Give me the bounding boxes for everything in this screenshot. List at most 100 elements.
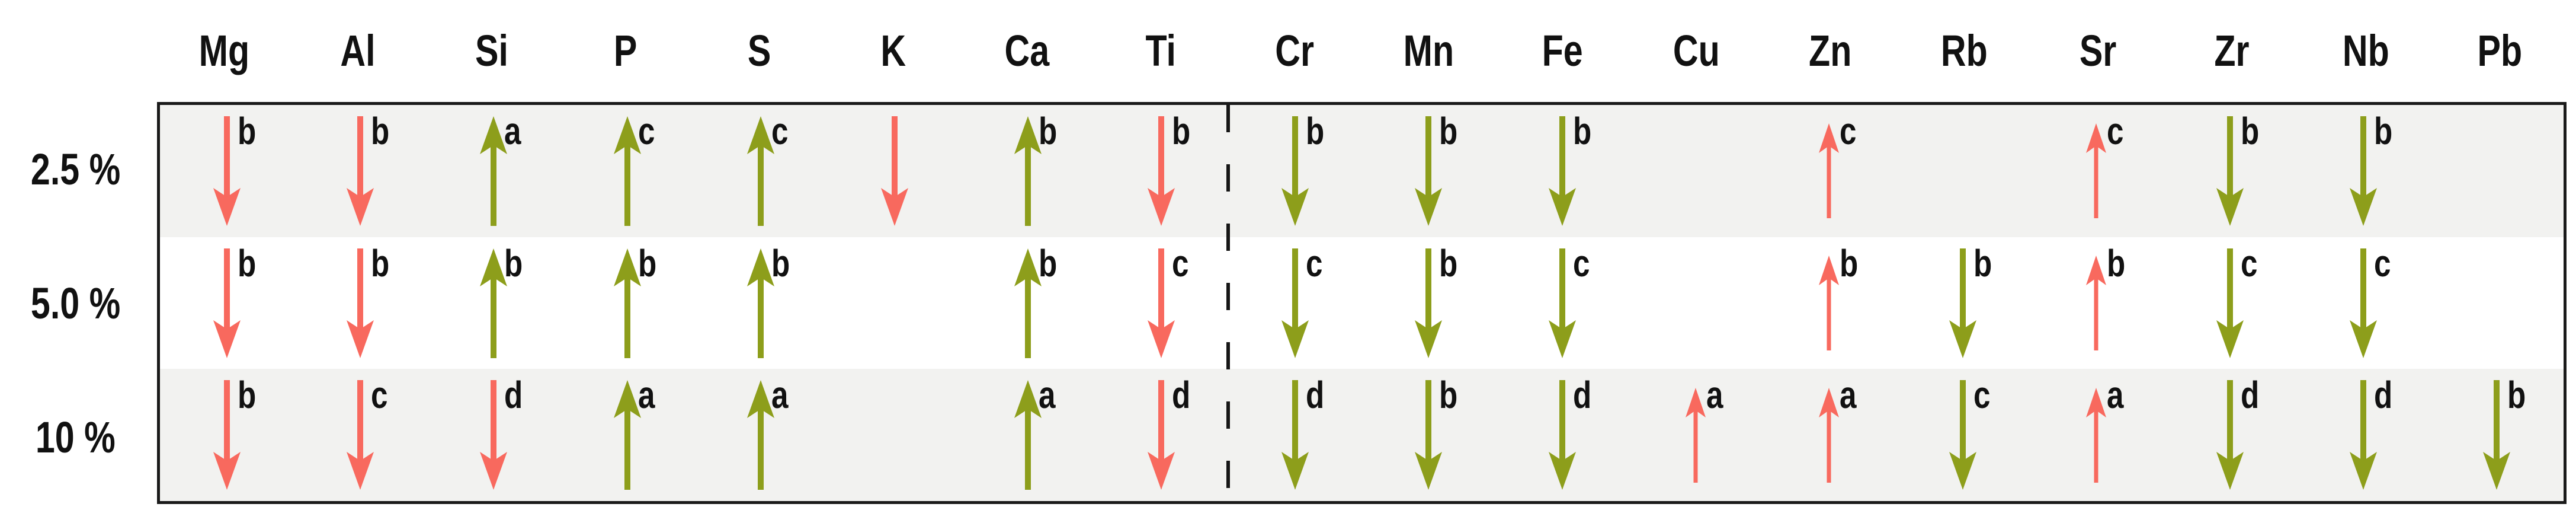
down-arrow-green-icon [1415,248,1443,358]
up-arrow-red-icon [2086,387,2107,483]
label-text: 2.5 % [30,144,121,194]
cell-mn-2.5: b [1361,105,1495,237]
down-arrow-green-icon [1415,380,1443,490]
down-arrow-red-icon [213,248,241,358]
significance-letter: c [371,374,388,417]
up-arrow-green-icon [1014,248,1042,358]
column-header-al: Al [291,0,425,101]
label-text: 10 % [36,412,116,462]
cell-si-5.0: b [427,237,560,369]
cell-p-5.0: b [560,237,694,369]
label-text: Si [475,25,508,75]
up-arrow-red-icon [2086,123,2107,219]
significance-letter: d [1172,374,1191,417]
column-header-p: P [559,0,693,101]
cell-k-2.5 [828,105,961,237]
significance-letter: c [1840,110,1857,152]
down-arrow-green-icon [1281,380,1309,490]
cell-p-10: a [560,369,694,501]
significance-letter: b [2507,374,2526,417]
up-arrow-green-icon [480,116,508,226]
cell-al-5.0: b [293,237,427,369]
cell-al-2.5: b [293,105,427,237]
down-arrow-green-icon [2349,248,2377,358]
significance-letter: b [237,374,256,417]
down-arrow-red-icon [1148,380,1175,490]
significance-letter: d [2373,374,2393,417]
significance-letter: b [1172,110,1191,152]
down-arrow-green-icon [1548,116,1576,226]
cell-nb-10: d [2296,369,2430,501]
cell-zn-10: a [1763,369,1896,501]
down-arrow-red-icon [347,116,374,226]
up-arrow-green-icon [613,116,641,226]
column-header-cu: Cu [1629,0,1763,101]
row-labels: 2.5 % 5.0 % 10 % [0,102,151,504]
significance-letter: b [1039,241,1058,285]
down-arrow-red-icon [213,116,241,226]
cell-pb-2.5 [2430,105,2564,237]
cell-zr-10: d [2163,369,2296,501]
column-header-fe: Fe [1495,0,1629,101]
up-arrow-green-icon [1014,116,1042,226]
down-arrow-red-icon [1148,116,1175,226]
cell-cr-10: d [1228,369,1361,501]
cell-zn-2.5: c [1763,105,1896,237]
up-arrow-red-icon [1819,387,1840,483]
significance-letter: a [771,374,789,417]
column-header-ca: Ca [960,0,1094,101]
label-text: Zr [2214,25,2250,75]
label-text: Zn [1809,25,1852,75]
cell-fe-2.5: b [1495,105,1629,237]
down-arrow-green-icon [1548,380,1576,490]
cell-al-10: c [293,369,427,501]
significance-letter: b [1039,110,1058,152]
significance-letter: b [1973,241,1992,285]
down-arrow-green-icon [1949,248,1976,358]
significance-letter: a [2107,374,2124,417]
down-arrow-green-icon [1949,380,1976,490]
cell-mn-5.0: b [1361,237,1495,369]
up-arrow-green-icon [480,248,508,358]
significance-letter: c [2373,241,2391,285]
cell-pb-10: b [2430,369,2564,501]
significance-letter: d [1572,374,1591,417]
cell-pb-5.0 [2430,237,2564,369]
cell-k-10 [828,369,961,501]
significance-letter: b [1572,110,1591,152]
down-arrow-green-icon [2483,380,2511,490]
cell-cr-5.0: c [1228,237,1361,369]
cell-rb-2.5 [1896,105,2029,237]
down-arrow-green-icon [1281,116,1309,226]
row-label-5.0: 5.0 % [0,236,151,370]
significance-letter: c [771,110,789,152]
significance-letter: c [2240,241,2257,285]
cell-s-5.0: b [694,237,828,369]
cell-s-2.5: c [694,105,828,237]
label-text: Sr [2079,25,2117,75]
column-header-si: Si [425,0,559,101]
down-arrow-red-icon [480,380,508,490]
cell-zr-2.5: b [2163,105,2296,237]
row-label-10: 10 % [0,370,151,504]
label-text: Nb [2342,25,2389,75]
significance-letter: a [1706,374,1723,417]
significance-letter: c [1305,241,1323,285]
significance-letter: d [504,374,523,417]
column-header-mg: Mg [157,0,291,101]
significance-letter: a [1039,374,1056,417]
label-text: Al [340,25,376,75]
label-text: Pb [2477,25,2522,75]
cell-ca-10: a [961,369,1094,501]
cell-mg-10: b [160,369,293,501]
significance-letter: b [771,241,790,285]
column-header-mn: Mn [1361,0,1495,101]
column-header-nb: Nb [2299,0,2433,101]
up-arrow-red-icon [1819,123,1840,219]
column-header-sr: Sr [2031,0,2165,101]
cell-ti-10: d [1095,369,1228,501]
significance-letter: c [637,110,655,152]
column-header-pb: Pb [2433,0,2567,101]
